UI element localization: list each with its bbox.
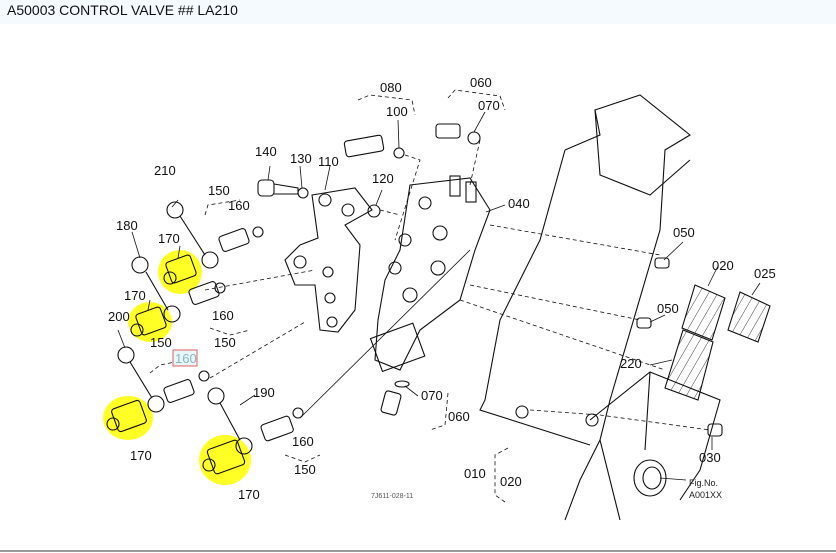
group-bracket-150-a xyxy=(204,199,241,216)
callout-150-b[interactable]: 150 xyxy=(214,335,236,350)
group-bracket-150-b xyxy=(209,327,251,336)
support-220[interactable] xyxy=(589,371,721,521)
group-bracket-150-d xyxy=(284,454,321,463)
selected-callout-box xyxy=(172,349,198,367)
callout-170-b[interactable]: 170 xyxy=(124,288,146,303)
callout-170-c[interactable]: 170 xyxy=(130,448,152,463)
washer-130[interactable] xyxy=(297,187,309,199)
adapter-060-bottom[interactable] xyxy=(380,390,402,416)
group-bracket-060-b xyxy=(429,392,449,431)
callout-170-a[interactable]: 170 xyxy=(158,231,180,246)
callout-190[interactable]: 190 xyxy=(253,385,275,400)
callout-070-top[interactable]: 070 xyxy=(478,98,500,113)
coupler-150-d[interactable] xyxy=(260,415,294,442)
coupler-150-b[interactable] xyxy=(188,280,220,306)
callout-160-selected[interactable]: 160 xyxy=(175,351,197,366)
dust-cap-210[interactable] xyxy=(166,201,219,269)
o-ring-160-c[interactable] xyxy=(292,407,304,419)
o-ring-070-top[interactable] xyxy=(467,131,481,145)
callout-050-a[interactable]: 050 xyxy=(673,225,695,240)
callout-010[interactable]: 010 xyxy=(464,466,486,481)
adapter-060-top[interactable] xyxy=(435,123,461,139)
callout-080[interactable]: 080 xyxy=(380,80,402,95)
callout-060-top[interactable]: 060 xyxy=(470,75,492,90)
control-valve-040[interactable] xyxy=(369,175,491,373)
callout-220[interactable]: 220 xyxy=(620,356,642,371)
drawing-code: 7J611-028-11 xyxy=(371,493,413,500)
highlight-coupler-170-d xyxy=(199,435,251,485)
title-bar: A50003 CONTROL VALVE ## LA210 xyxy=(0,0,836,24)
callout-025[interactable]: 025 xyxy=(754,266,776,281)
dust-cap-200[interactable] xyxy=(117,346,165,413)
callout-160-a[interactable]: 160 xyxy=(228,198,250,213)
bolt-140[interactable] xyxy=(257,179,299,197)
mounting-plate-010[interactable] xyxy=(479,94,691,521)
coupler-170-b[interactable] xyxy=(130,306,167,337)
callout-210[interactable]: 210 xyxy=(154,163,176,178)
coupler-170-c[interactable] xyxy=(106,399,147,433)
coupler-170-d[interactable] xyxy=(202,439,246,475)
callout-050-b[interactable]: 050 xyxy=(657,301,679,316)
o-ring-120[interactable] xyxy=(367,204,381,218)
pad-025[interactable] xyxy=(727,291,771,343)
callout-020-bottom[interactable]: 020 xyxy=(500,474,522,489)
pad-020-lower[interactable] xyxy=(664,329,714,401)
callout-150-d[interactable]: 150 xyxy=(294,462,316,477)
callout-100[interactable]: 100 xyxy=(386,104,408,119)
pad-020[interactable] xyxy=(681,284,726,341)
figure-label: Fig.No. xyxy=(689,478,718,488)
o-ring-160-sel[interactable] xyxy=(198,370,210,382)
callout-150-c[interactable]: 150 xyxy=(150,335,172,350)
o-ring-160-a[interactable] xyxy=(252,226,264,238)
page-title: A50003 CONTROL VALVE ## LA210 xyxy=(7,2,238,18)
callout-060-bottom[interactable]: 060 xyxy=(448,409,470,424)
group-bracket-010 xyxy=(494,447,509,503)
callout-200[interactable]: 200 xyxy=(108,309,130,324)
dust-cap-190[interactable] xyxy=(207,387,253,455)
callout-150-a[interactable]: 150 xyxy=(208,183,230,198)
coupler-150-a[interactable] xyxy=(218,227,250,253)
bolt-030[interactable] xyxy=(707,423,723,437)
bolt-050-b[interactable] xyxy=(636,317,652,329)
bracket-110[interactable] xyxy=(284,187,373,333)
parts-diagram: 080 060 070 100 140 130 110 120 040 210 … xyxy=(103,75,776,521)
coupler-150-c[interactable] xyxy=(163,378,195,404)
o-ring-100[interactable] xyxy=(393,147,405,159)
callout-180[interactable]: 180 xyxy=(116,218,138,233)
callout-030[interactable]: 030 xyxy=(699,450,721,465)
callout-020-a[interactable]: 020 xyxy=(712,258,734,273)
callout-120[interactable]: 120 xyxy=(372,171,394,186)
callout-160-c[interactable]: 160 xyxy=(292,434,314,449)
bolt-050-a[interactable] xyxy=(654,257,670,269)
group-bracket-060 xyxy=(447,89,506,111)
o-ring-070-bottom[interactable] xyxy=(394,380,410,388)
callout-160-b[interactable]: 160 xyxy=(212,308,234,323)
coupler-170-a[interactable] xyxy=(163,254,197,285)
bottom-divider xyxy=(0,550,836,552)
highlight-coupler-170-a xyxy=(158,250,202,294)
callout-070-bottom[interactable]: 070 xyxy=(421,388,443,403)
callout-110[interactable]: 110 xyxy=(318,154,339,169)
callout-170-d[interactable]: 170 xyxy=(238,487,260,502)
figure-number: A001XX xyxy=(689,490,722,500)
adapter-080[interactable] xyxy=(343,134,385,158)
callout-140[interactable]: 140 xyxy=(255,144,277,159)
callout-130[interactable]: 130 xyxy=(290,151,312,166)
callout-040[interactable]: 040 xyxy=(508,196,530,211)
